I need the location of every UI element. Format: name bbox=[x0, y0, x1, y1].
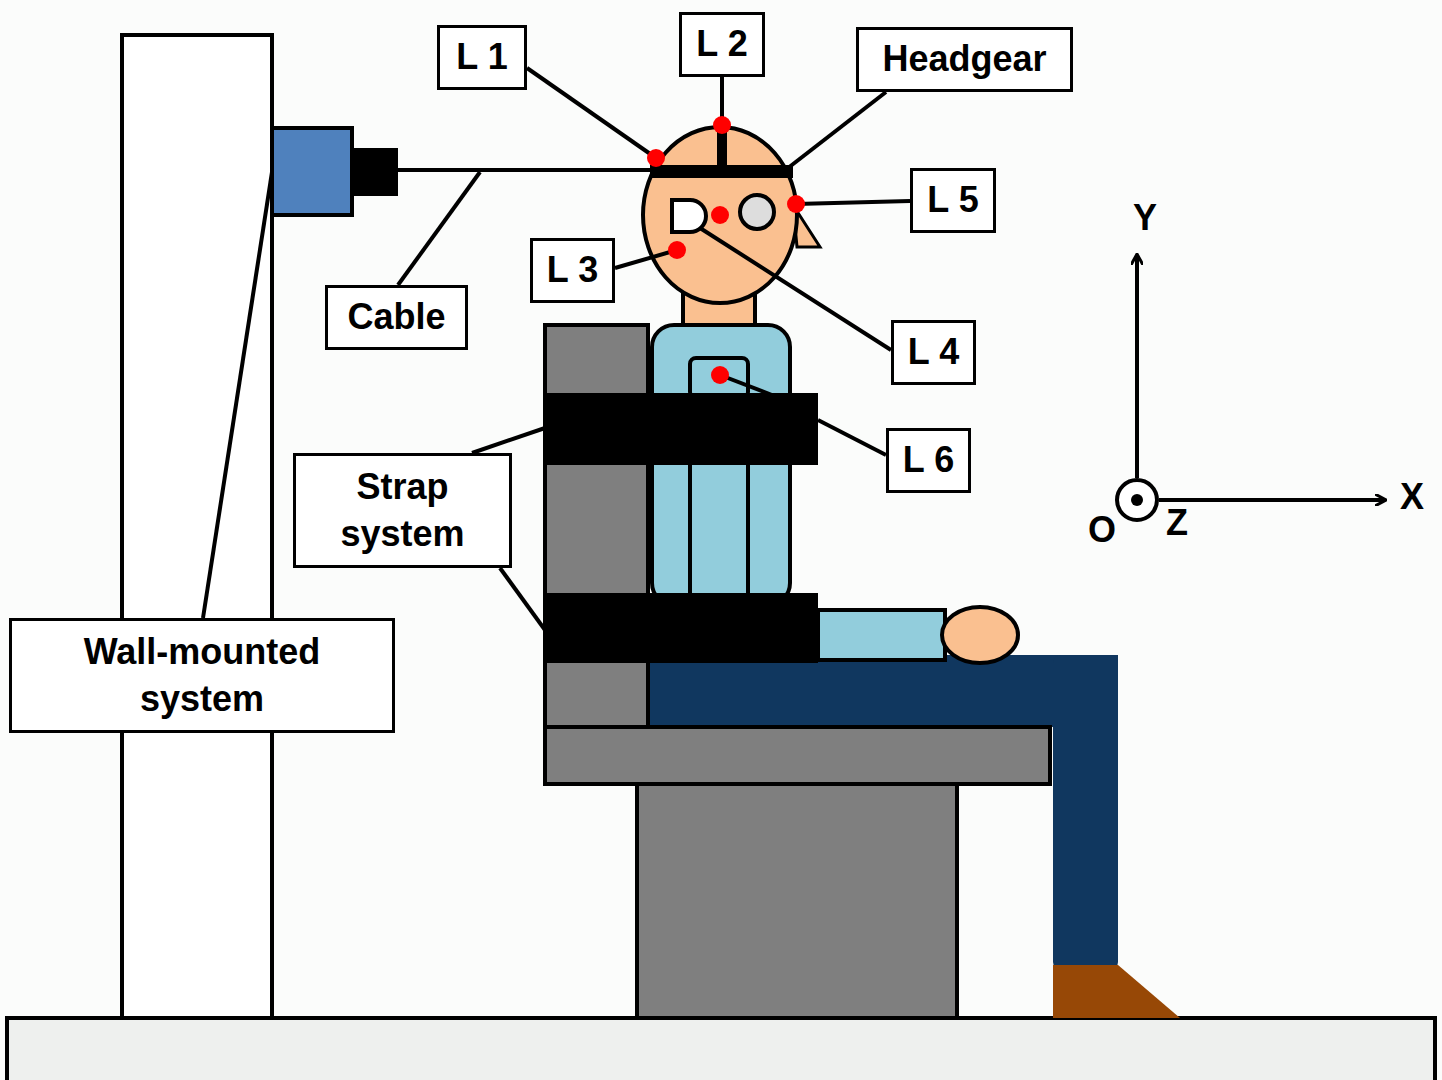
label-text: L 3 bbox=[547, 247, 598, 294]
camera-lens bbox=[352, 148, 398, 196]
marker-dots bbox=[647, 116, 805, 384]
chair-back bbox=[545, 325, 648, 727]
leader-lines bbox=[203, 68, 910, 630]
label-box: Cable bbox=[325, 285, 468, 350]
label-box: L 4 bbox=[891, 320, 976, 385]
camera-body bbox=[272, 128, 352, 215]
label-text: Headgear bbox=[882, 36, 1046, 83]
axis-label: O bbox=[1088, 507, 1116, 554]
label-box: Strap system bbox=[293, 453, 512, 568]
label-text: L 1 bbox=[456, 34, 507, 81]
label-box: L 6 bbox=[886, 428, 971, 493]
arm bbox=[818, 610, 945, 660]
label-text: L 6 bbox=[903, 437, 954, 484]
label-text: L 2 bbox=[696, 21, 747, 68]
coordinate-axes bbox=[1117, 255, 1385, 520]
label-text: L 4 bbox=[908, 329, 959, 376]
cable-line bbox=[398, 168, 655, 172]
label-box: L 2 bbox=[679, 12, 765, 77]
hand bbox=[942, 607, 1018, 663]
wall-post bbox=[122, 35, 272, 1018]
eye bbox=[740, 195, 774, 229]
strap bbox=[545, 593, 818, 663]
label-box: Headgear bbox=[856, 27, 1073, 92]
chair-base bbox=[637, 784, 957, 1018]
shoe bbox=[1053, 965, 1180, 1018]
label-text: Strap system bbox=[306, 464, 499, 558]
thigh bbox=[650, 655, 1118, 727]
label-text: Wall-mounted system bbox=[22, 629, 382, 723]
label-box: L 3 bbox=[530, 238, 615, 303]
axis-label: Y bbox=[1133, 195, 1157, 242]
label-text: Cable bbox=[347, 294, 445, 341]
label-box: L 5 bbox=[910, 168, 996, 233]
strap bbox=[545, 393, 818, 465]
axis-label: Z bbox=[1166, 500, 1188, 547]
axis-label: X bbox=[1400, 474, 1424, 521]
chest-marker-pad bbox=[690, 358, 748, 398]
label-box: L 1 bbox=[437, 25, 527, 90]
label-text: L 5 bbox=[927, 177, 978, 224]
chair-seat bbox=[545, 727, 1050, 784]
lower-leg bbox=[1053, 655, 1118, 970]
floor bbox=[7, 1018, 1435, 1080]
label-box: Wall-mounted system bbox=[9, 618, 395, 733]
